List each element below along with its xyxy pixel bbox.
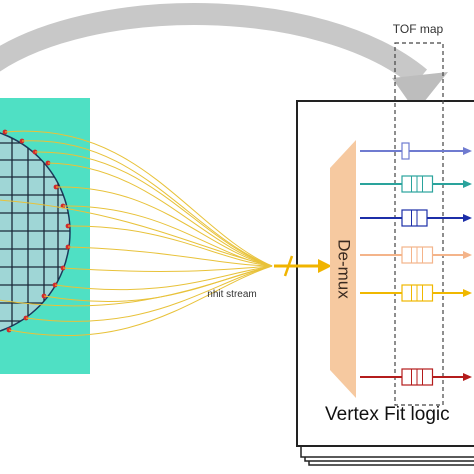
channel-buffer — [401, 142, 410, 160]
channel-arrow-head — [463, 147, 472, 155]
detector-sphere — [0, 132, 71, 332]
vertex-fit-card — [296, 100, 474, 447]
channel-2 — [360, 175, 472, 193]
channel-6 — [360, 368, 472, 386]
curved-arrow — [0, 3, 448, 112]
detector-panel — [0, 98, 90, 374]
channel-3 — [360, 209, 472, 227]
fiber-lines — [0, 130, 273, 337]
channel-arrow-head — [463, 289, 472, 297]
channel-arrow-head — [463, 180, 472, 188]
channel-arrow-head — [463, 214, 472, 222]
channel-1 — [360, 142, 472, 160]
output-channels — [360, 142, 472, 386]
stream-arrow — [274, 255, 332, 277]
nhit-stream-label: nhit stream — [207, 289, 256, 300]
channel-5 — [360, 284, 472, 302]
demux-block — [330, 140, 356, 398]
tof-map-box — [394, 42, 444, 406]
demux-label: De-mux — [335, 239, 354, 299]
vertex-fit-label: Vertex Fit logic — [325, 404, 450, 425]
bus-slash — [283, 255, 294, 277]
channel-arrow-head — [463, 373, 472, 381]
channel-buffer — [401, 209, 428, 227]
channel-4 — [360, 246, 472, 264]
channel-arrow-head — [463, 251, 472, 259]
tof-map-label: TOF map — [393, 22, 444, 36]
